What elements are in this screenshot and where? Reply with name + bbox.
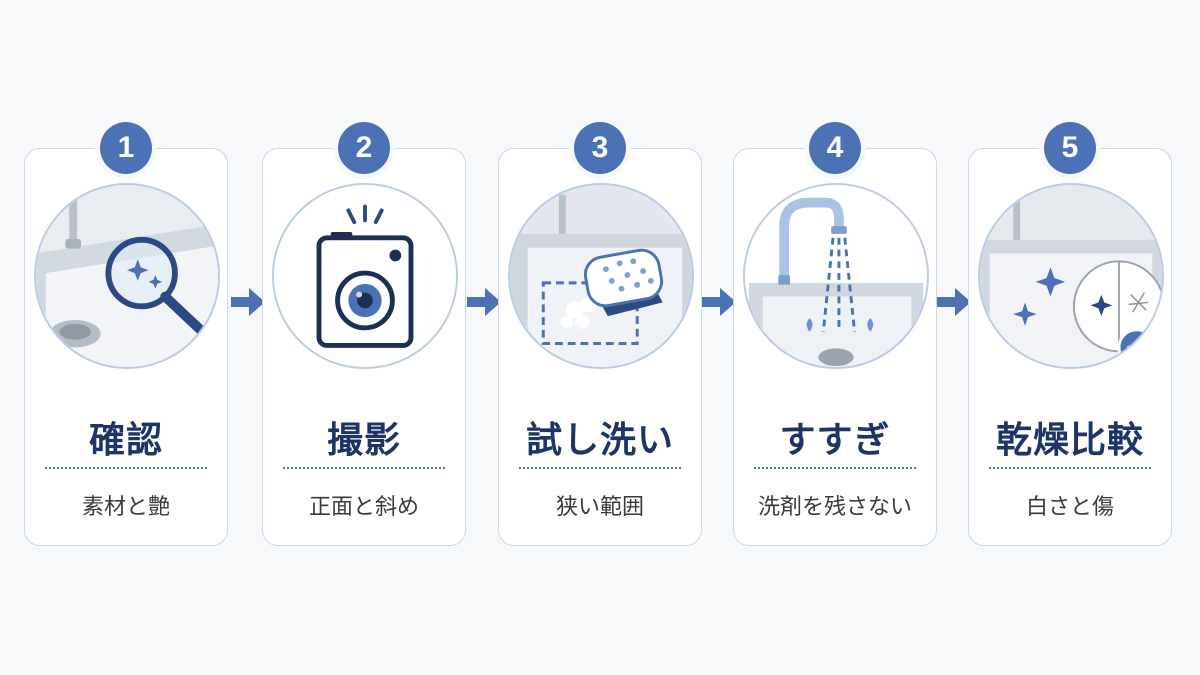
test-wash-illustration	[508, 183, 694, 369]
sparkle-icon	[127, 259, 163, 289]
sparkle-icon	[1013, 267, 1066, 326]
sponge-icon	[583, 248, 664, 317]
arrow-right-icon	[231, 288, 265, 316]
dotted-divider	[754, 467, 916, 469]
magnifier-icon	[105, 236, 206, 335]
step-number-badge-1: 1	[100, 122, 152, 174]
camera-icon	[316, 231, 414, 348]
step-title: すすぎ	[779, 420, 891, 461]
camera-illustration	[272, 183, 458, 369]
arrow-right-icon	[937, 288, 971, 316]
rinse-illustration	[743, 183, 929, 369]
faucet-water-icon	[778, 197, 874, 332]
dotted-divider	[283, 467, 445, 469]
dotted-divider	[45, 467, 207, 469]
dotted-divider	[989, 467, 1151, 469]
step-title: 撮影	[326, 420, 401, 461]
step-card-5: 乾燥比較 白さと傷	[968, 148, 1172, 546]
step-subtitle: 白さと傷	[1025, 495, 1114, 520]
step-card-4: すすぎ 洗剤を残さない	[733, 148, 937, 546]
arrow-right-icon	[702, 288, 736, 316]
check-icon	[1117, 328, 1156, 367]
dry-compare-illustration	[978, 183, 1164, 369]
step-subtitle: 素材と艶	[81, 495, 170, 520]
step-number-badge-5: 5	[1044, 122, 1096, 174]
step-card-3: 試し洗い 狭い範囲	[498, 148, 702, 546]
dotted-divider	[519, 467, 681, 469]
step-number-badge-4: 4	[809, 122, 861, 174]
sink-inspection-illustration	[34, 183, 220, 369]
step-title: 乾燥比較	[995, 420, 1144, 461]
step-subtitle: 狭い範囲	[555, 495, 644, 520]
step-card-2: 撮影 正面と斜め	[262, 148, 466, 546]
arrow-right-icon	[467, 288, 501, 316]
step-title: 確認	[88, 420, 163, 461]
step-card-1: 確認 素材と艶	[24, 148, 228, 546]
step-subtitle: 洗剤を残さない	[757, 495, 912, 520]
step-subtitle: 正面と斜め	[308, 495, 419, 520]
step-number-badge-3: 3	[574, 122, 626, 174]
step-title: 試し洗い	[525, 420, 674, 461]
step-number-badge-2: 2	[338, 122, 390, 174]
